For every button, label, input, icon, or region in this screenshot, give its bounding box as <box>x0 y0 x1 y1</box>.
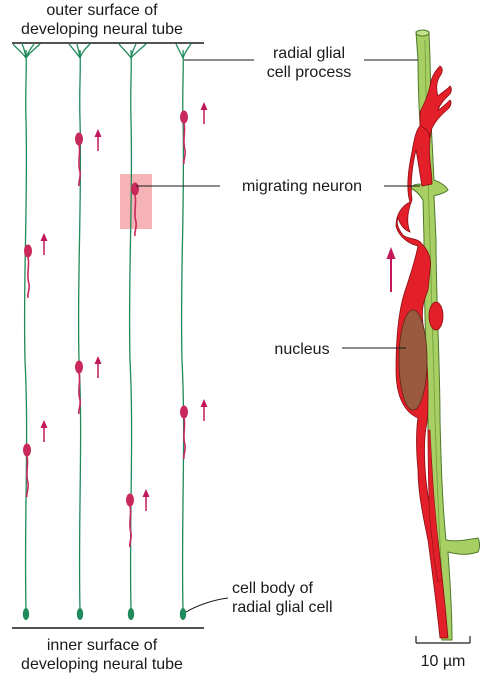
arrow-up-icon <box>142 489 150 511</box>
inner-surface-label-line2: developing neural tube <box>21 656 183 673</box>
radial-glial-process-label-line2: cell process <box>267 64 351 81</box>
arrow-up-icon <box>40 420 48 442</box>
scale-bar <box>415 636 471 644</box>
arrow-up-icon <box>94 356 102 378</box>
glial-endfoot-1 <box>12 43 41 59</box>
arrow-up-icon <box>200 102 208 124</box>
glial-cell-body-2 <box>76 608 84 620</box>
neuron-side-bulge <box>428 301 444 331</box>
glial-endfoot-4 <box>175 43 192 59</box>
small-migrating-neurons <box>23 110 188 548</box>
small-neuron-2 <box>75 132 83 187</box>
neuron-leading-branches <box>419 65 452 141</box>
cell-body-label-line2: radial glial cell <box>232 599 333 616</box>
radial-glial-fibers <box>12 43 192 620</box>
inner-surface-label-line1: inner surface of <box>47 637 158 654</box>
neuron-trailing-process <box>427 429 443 583</box>
cell-body-label-line1: cell body of <box>232 580 313 597</box>
nucleus-label: nucleus <box>274 341 329 358</box>
small-neuron-7 <box>23 443 31 498</box>
small-neuron-1 <box>180 110 188 165</box>
small-neuron-5 <box>75 360 83 415</box>
glial-cell-body-1 <box>22 608 30 620</box>
scale-bar-label: 10 µm <box>421 653 466 670</box>
small-neuron-6 <box>180 405 188 460</box>
outer-surface-label-line1: outer surface of <box>46 2 158 19</box>
glial-fiber-2 <box>77 49 82 611</box>
glial-endfoot-2 <box>68 43 91 59</box>
outer-surface-label-line2: developing neural tube <box>21 21 183 38</box>
glial-fiber-4 <box>180 49 185 611</box>
small-neuron-4 <box>24 244 32 299</box>
glial-process-top <box>415 29 430 37</box>
arrow-up-icon <box>386 247 396 292</box>
enlarged-migrating-neuron <box>395 65 452 639</box>
glial-endfoot-3 <box>118 43 147 59</box>
small-neuron-8 <box>126 493 134 548</box>
arrow-up-icon <box>40 233 48 255</box>
glial-cell-body-4 <box>179 608 187 620</box>
glial-fiber-1 <box>23 49 28 611</box>
arrow-up-icon <box>200 399 208 421</box>
migrating-neuron-label: migrating neuron <box>242 178 362 195</box>
migration-arrows <box>40 102 208 511</box>
pointer-lines <box>136 59 420 613</box>
arrow-up-icon <box>94 129 102 151</box>
pointer-cell-body <box>185 597 229 613</box>
glial-cell-body-3 <box>127 608 135 620</box>
radial-glial-process-label-line1: radial glial <box>273 45 345 62</box>
neuron-nucleus <box>398 309 428 411</box>
